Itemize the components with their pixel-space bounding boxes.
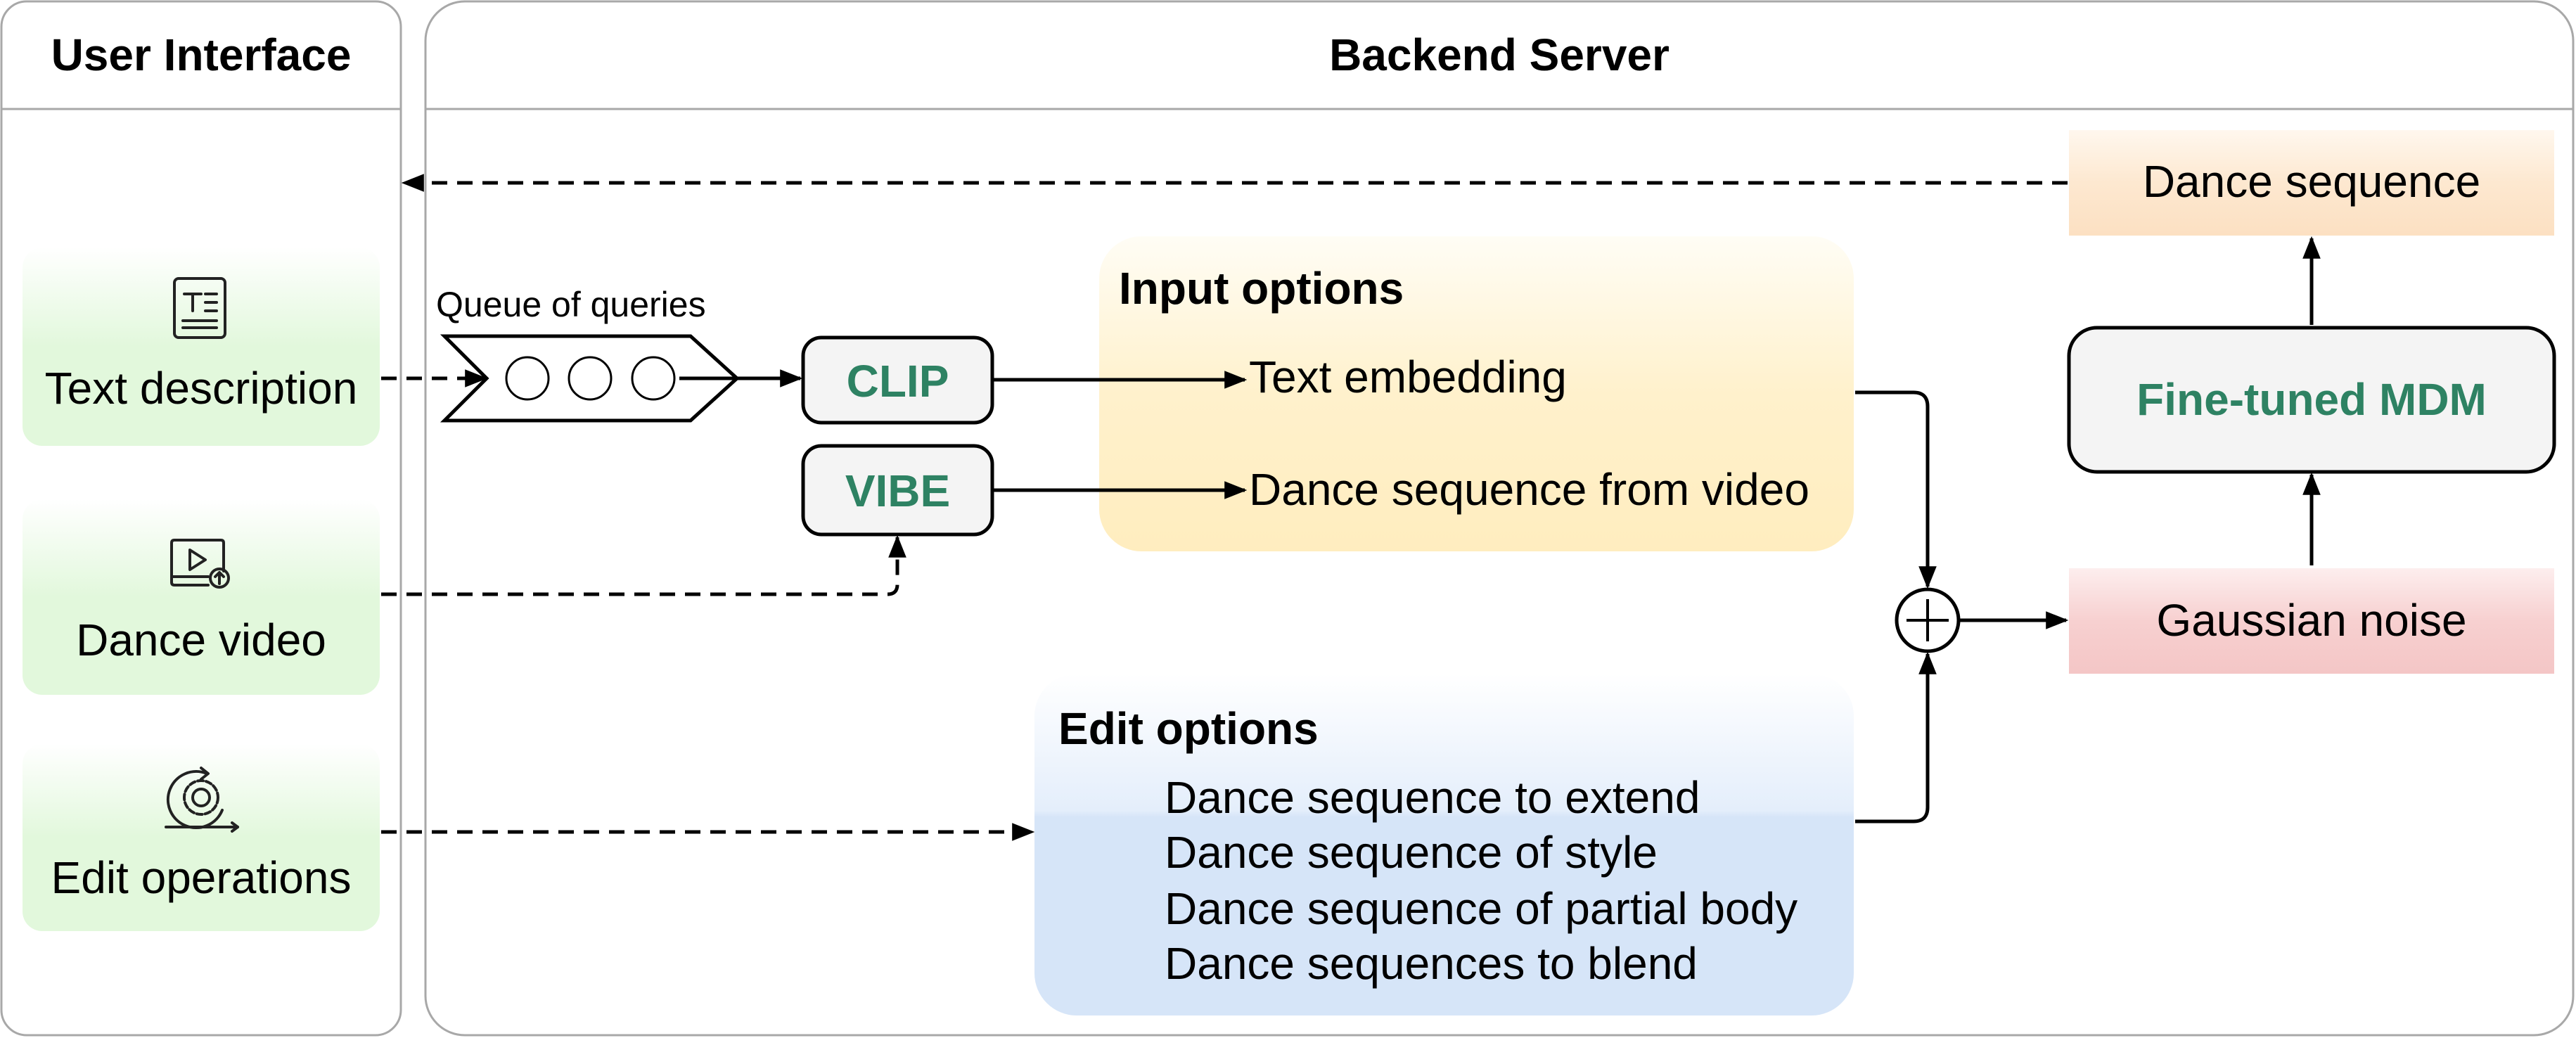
gaussian-noise-label: Gaussian noise (2156, 595, 2467, 646)
user-interface-title: User Interface (51, 30, 352, 80)
fine-tuned-mdm-label: Fine-tuned MDM (2136, 374, 2487, 425)
edit-option-blend: Dance sequences to blend (1165, 938, 1698, 989)
query-queue-shape (440, 334, 740, 423)
queue-item (568, 356, 613, 401)
edit-options-title: Edit options (1058, 703, 1319, 754)
ui-item-label-edit-operations: Edit operations (51, 852, 352, 903)
input-to-combine-arrow (1855, 390, 1937, 589)
edit-options-box (1034, 674, 1854, 1015)
gaussian-noise-box (2069, 568, 2554, 674)
input-options-title: Input options (1119, 263, 1404, 314)
combine-operator-icon (1895, 587, 1961, 653)
queue-item (631, 356, 676, 401)
input-options-box (1099, 236, 1854, 551)
edit-to-combine-arrow (1855, 651, 1937, 824)
clip-encoder-box (801, 335, 994, 425)
gear-cycle-icon (165, 767, 239, 833)
queue-label: Queue of queries (436, 285, 706, 324)
input-option-text-embedding: Text embedding (1249, 352, 1567, 402)
text-document-icon (173, 277, 226, 339)
ui-item-label-dance-video: Dance video (76, 615, 326, 665)
backend-server-title: Backend Server (1329, 30, 1670, 80)
edit-option-extend: Dance sequence to extend (1165, 772, 1700, 823)
dance-sequence-output-box (2069, 130, 2554, 236)
input-option-dance-sequence-from-video: Dance sequence from video (1249, 464, 1809, 515)
fine-tuned-mdm-box (2067, 326, 2556, 474)
ui-item-label-text-description: Text description (44, 363, 358, 414)
ui-item-box-text-description (23, 248, 380, 446)
ui-item-box-edit-operations (23, 744, 380, 931)
vibe-encoder-box (801, 444, 994, 537)
vibe-label: VIBE (845, 466, 951, 516)
clip-label: CLIP (846, 356, 949, 406)
ui-item-box-dance-video (23, 499, 380, 695)
video-upload-icon (170, 539, 230, 589)
queue-item (505, 356, 550, 401)
dance-sequence-output-label: Dance sequence (2142, 156, 2481, 207)
video-to-vibe-arrow (381, 534, 906, 596)
edit-option-partial-body: Dance sequence of partial body (1165, 883, 1798, 934)
edit-option-style: Dance sequence of style (1165, 827, 1658, 878)
